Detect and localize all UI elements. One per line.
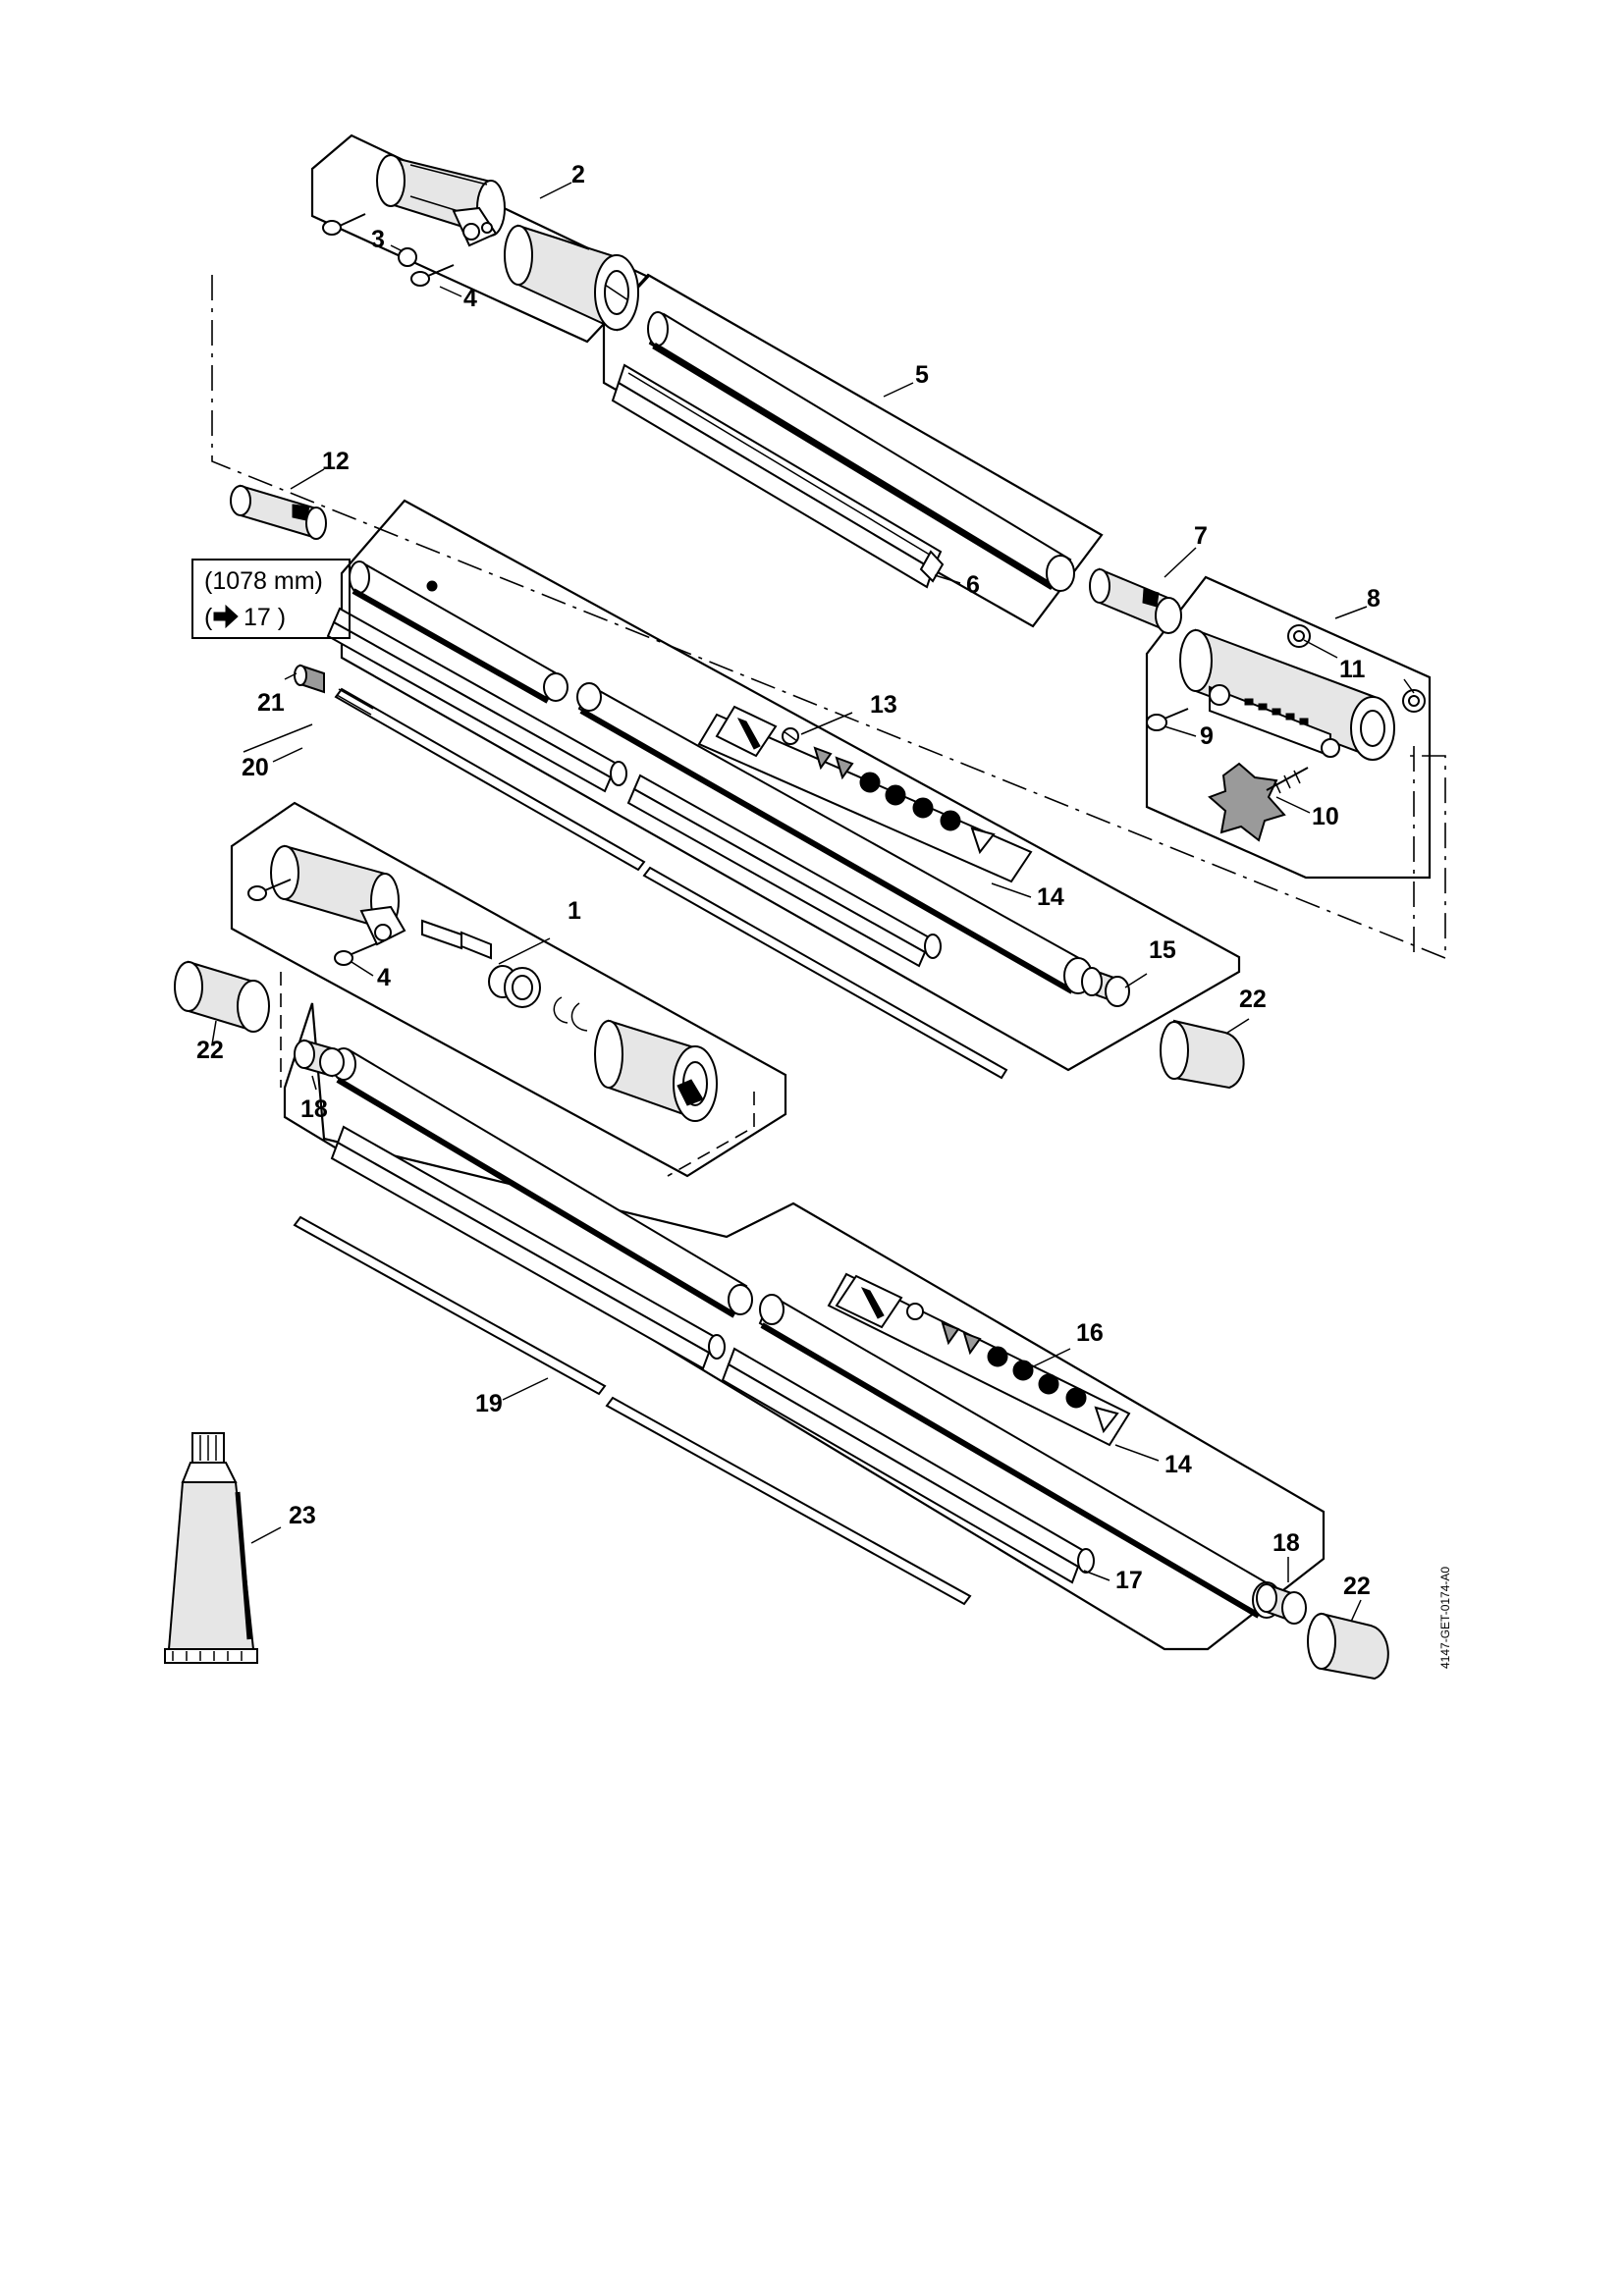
length-note-box: (1078 mm) ( 17 ) bbox=[191, 559, 351, 639]
callout-13: 13 bbox=[870, 691, 897, 719]
warning-decal bbox=[697, 705, 1033, 883]
callout-7: 7 bbox=[1194, 522, 1208, 550]
callout-16: 16 bbox=[1076, 1319, 1104, 1347]
group-outline-handle-8 bbox=[1145, 575, 1432, 880]
length-note-ref-open: ( bbox=[204, 604, 213, 631]
connector-part-12 bbox=[230, 484, 327, 540]
callout-12: 12 bbox=[322, 448, 350, 475]
callout-22-lower: 22 bbox=[1343, 1573, 1371, 1600]
callout-8: 8 bbox=[1367, 585, 1380, 613]
tube-part-13 bbox=[326, 561, 1093, 994]
callout-14-lower: 14 bbox=[1164, 1451, 1192, 1478]
callout-20: 20 bbox=[242, 754, 269, 781]
arrow-right-icon bbox=[213, 604, 239, 629]
callout-17: 17 bbox=[1115, 1567, 1143, 1594]
callout-3: 3 bbox=[371, 226, 385, 253]
connector-part-7 bbox=[1089, 567, 1182, 634]
knob-part-10 bbox=[1208, 762, 1309, 842]
cap-part-22-lower bbox=[1307, 1612, 1389, 1681]
callout-14-upper: 14 bbox=[1037, 883, 1064, 911]
cap-part-22-left bbox=[174, 960, 270, 1033]
callout-18-lower: 18 bbox=[1272, 1529, 1300, 1557]
length-note-ref: 17 ) bbox=[244, 604, 286, 631]
handle-part-8 bbox=[1179, 628, 1395, 761]
group-outline-coupling-1 bbox=[230, 801, 787, 1178]
group-outline-shaft-13 bbox=[340, 499, 1241, 1072]
bushing-part-18-upper bbox=[294, 1039, 345, 1078]
callout-1: 1 bbox=[568, 897, 581, 925]
callout-18-upper: 18 bbox=[300, 1095, 328, 1123]
callout-6: 6 bbox=[966, 571, 980, 599]
coupling-part-2 bbox=[376, 154, 639, 332]
callout-10: 10 bbox=[1312, 803, 1339, 830]
screw-part-9 bbox=[1146, 708, 1189, 731]
cap-part-22-right bbox=[1160, 1019, 1245, 1090]
callout-15: 15 bbox=[1149, 936, 1176, 964]
coupling-part-1 bbox=[270, 844, 718, 1122]
drive-shaft-part-20 bbox=[334, 687, 1008, 1080]
bushing-part-18-lower bbox=[1256, 1582, 1307, 1625]
callout-22-left: 22 bbox=[196, 1037, 224, 1064]
screw-part-4-lower bbox=[247, 879, 378, 966]
callout-5: 5 bbox=[915, 361, 929, 389]
callout-11: 11 bbox=[1339, 656, 1366, 683]
grease-tube-part-23 bbox=[164, 1432, 258, 1664]
screw-part-3-4 bbox=[322, 213, 455, 287]
callout-9: 9 bbox=[1200, 722, 1214, 750]
bushing-part-21 bbox=[294, 664, 325, 694]
callout-19: 19 bbox=[475, 1390, 503, 1417]
callout-4-lower: 4 bbox=[377, 964, 391, 991]
tube-part-5 bbox=[611, 311, 1075, 592]
callout-2: 2 bbox=[571, 161, 585, 188]
safety-circle-icon bbox=[859, 772, 961, 831]
callout-4-upper: 4 bbox=[463, 285, 477, 312]
warning-decal-lower bbox=[827, 1272, 1131, 1447]
leader-lines bbox=[211, 182, 1415, 1623]
length-note: (1078 mm) bbox=[204, 567, 323, 595]
group-outline-shaft-16 bbox=[283, 1002, 1326, 1651]
warning-triangle-icon bbox=[813, 746, 854, 780]
callout-21: 21 bbox=[257, 689, 285, 717]
drive-shaft-part-19 bbox=[293, 1215, 972, 1606]
callout-22-right: 22 bbox=[1239, 986, 1267, 1013]
nut-part-11 bbox=[1287, 624, 1426, 713]
assembly-line-outer bbox=[211, 275, 1446, 960]
tube-part-16 bbox=[330, 1047, 1281, 1619]
assembly-line-lower-b bbox=[667, 1092, 755, 1177]
bushing-part-15 bbox=[1081, 967, 1130, 1007]
callout-23: 23 bbox=[289, 1502, 316, 1529]
drawing-code: 4147-GET-0174-A0 bbox=[1438, 1567, 1452, 1669]
